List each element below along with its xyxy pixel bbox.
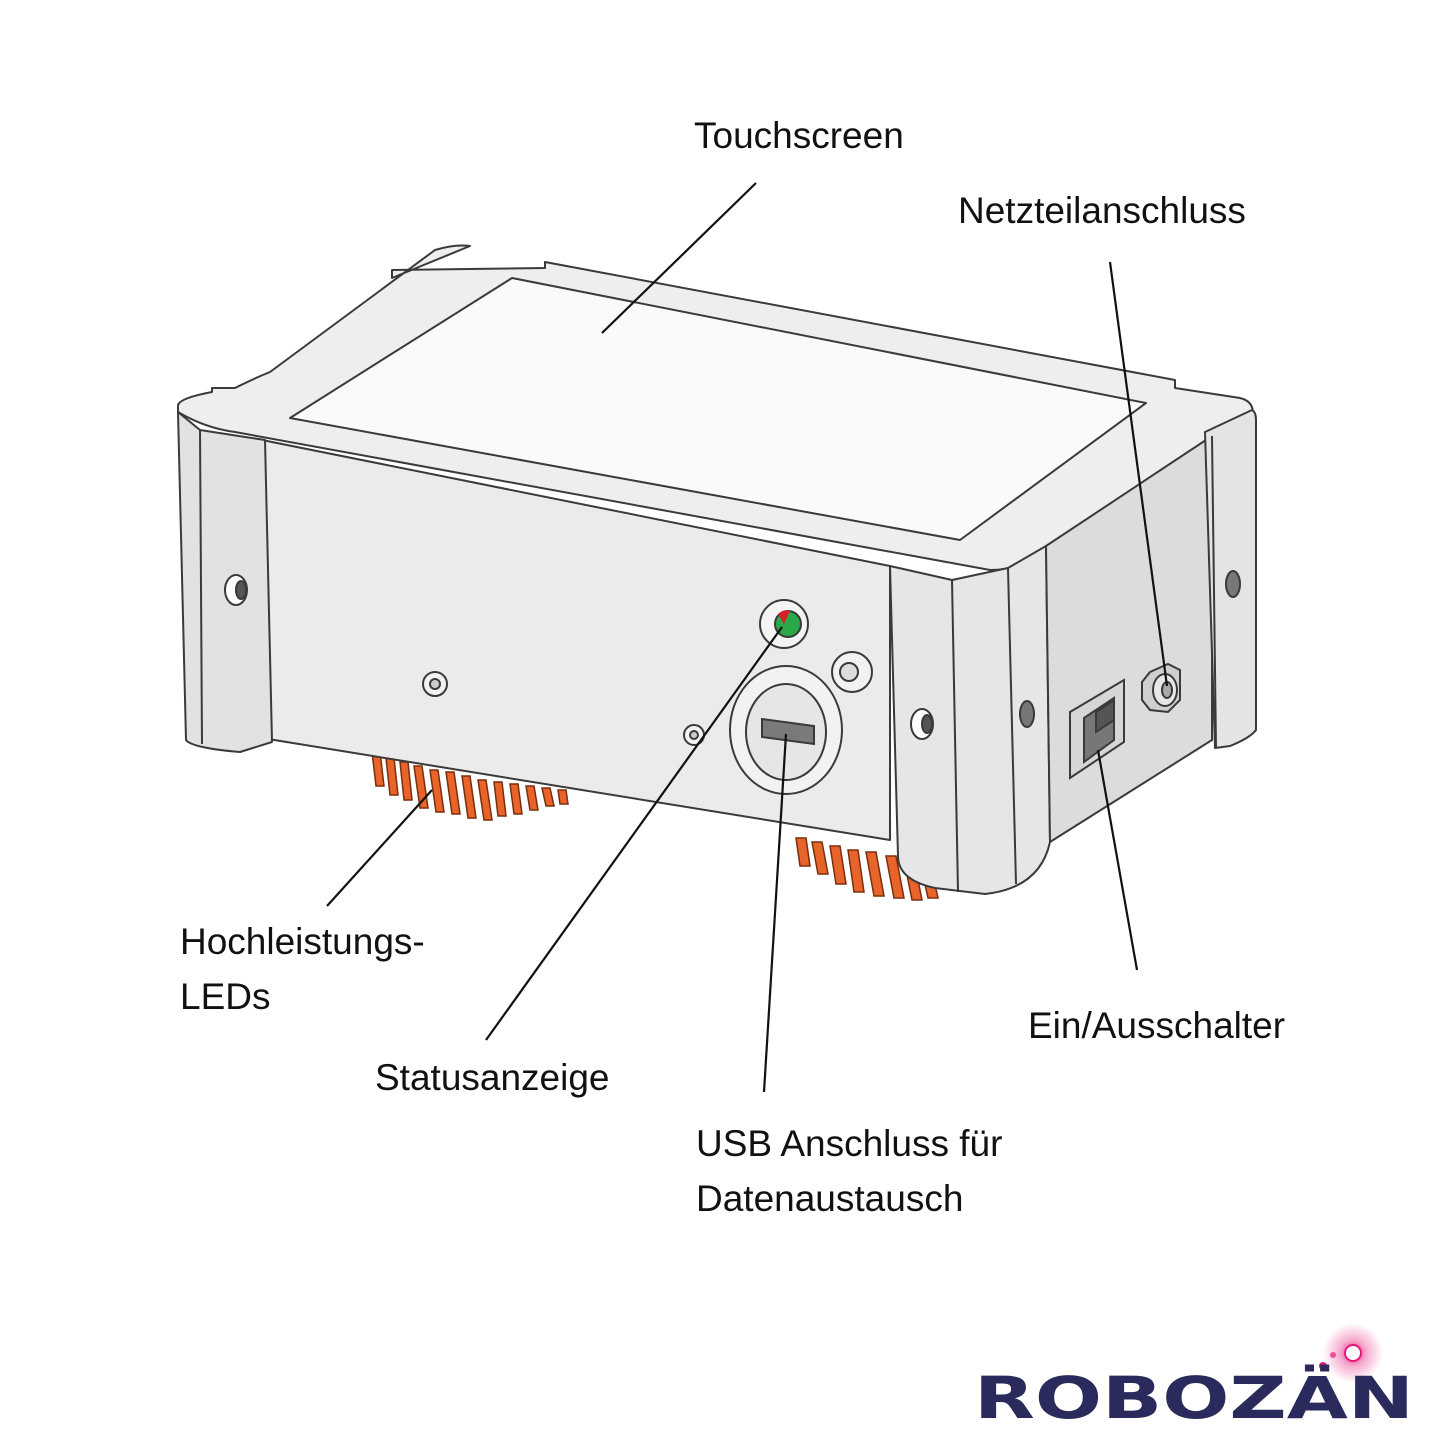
heatsink-left	[371, 751, 569, 821]
robozan-logo: ROBOZÄN	[974, 1325, 1414, 1425]
label-touchscreen-text: Touchscreen	[694, 115, 904, 156]
housing-top	[177, 244, 1254, 571]
leader-usb	[762, 733, 788, 1093]
label-status-text: Statusanzeige	[375, 1057, 610, 1098]
power-jack	[1141, 662, 1181, 714]
leader-leds	[326, 789, 433, 907]
label-usb: USB Anschluss für Datenaustausch	[696, 1116, 1002, 1226]
mounting-holes	[224, 570, 1241, 740]
usb-port	[729, 665, 843, 795]
label-touchscreen: Touchscreen	[694, 108, 904, 163]
label-leds: Hochleistungs- LEDs	[180, 914, 425, 1024]
leader-lines	[326, 182, 1169, 1093]
logo-wordmark: ROBOZÄN	[974, 1363, 1414, 1425]
label-status: Statusanzeige	[375, 1050, 610, 1105]
label-power-connector: Netzteilanschluss	[958, 183, 1246, 238]
front-screws	[422, 651, 873, 746]
rocker-switch	[1069, 678, 1125, 780]
leader-status	[485, 626, 783, 1041]
leader-switch	[1096, 749, 1139, 971]
label-usb-line2: Datenaustausch	[696, 1178, 964, 1219]
label-leds-line2: LEDs	[180, 976, 271, 1017]
label-usb-line1: USB Anschluss für	[696, 1123, 1003, 1164]
status-led	[759, 599, 809, 649]
label-switch-text: Ein/Ausschalter	[1028, 1005, 1286, 1046]
label-power-connector-text: Netzteilanschluss	[958, 190, 1246, 231]
leader-power	[1108, 261, 1169, 687]
label-switch: Ein/Ausschalter	[1028, 998, 1285, 1053]
leader-touchscreen	[601, 182, 757, 334]
label-leds-line1: Hochleistungs-	[180, 921, 425, 962]
